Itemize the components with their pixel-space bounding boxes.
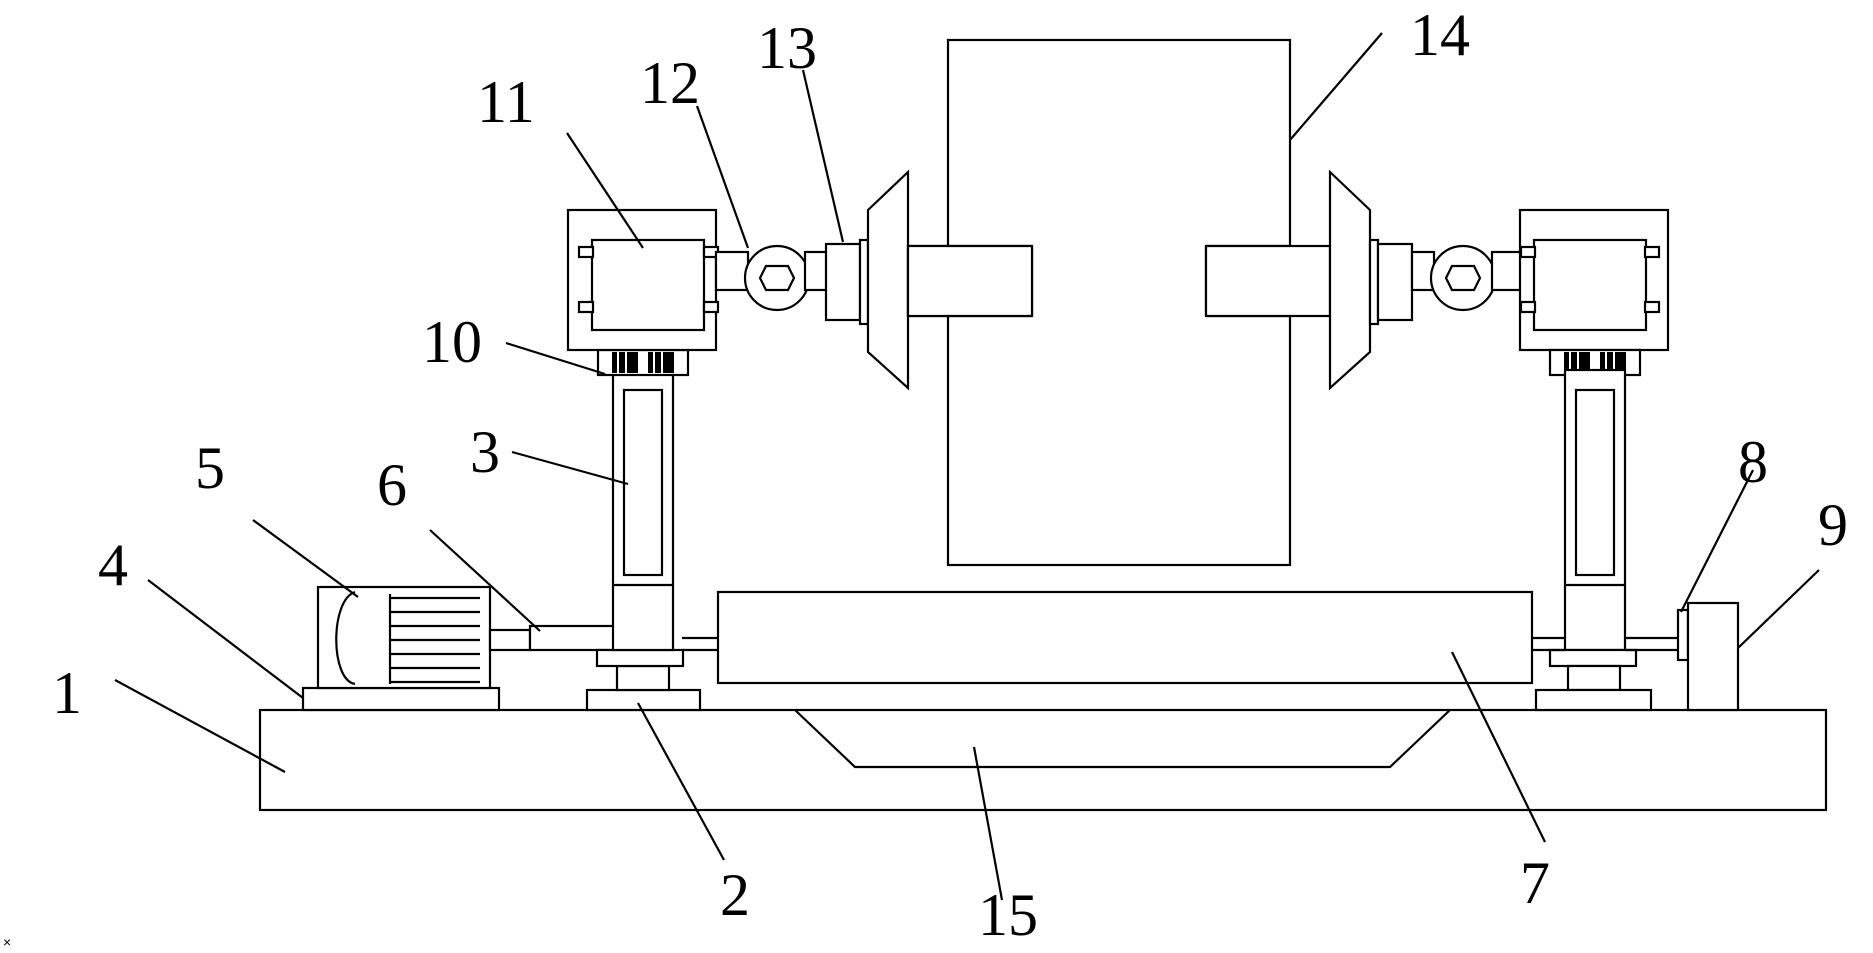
left-threaded-collar	[596, 348, 690, 377]
right-clamp	[1328, 169, 1414, 391]
label-6: 6	[377, 452, 407, 518]
motor-mount	[301, 686, 501, 712]
label-5: 5	[195, 435, 225, 501]
leader-lines	[114, 32, 1820, 901]
motor-fins	[388, 594, 480, 684]
guide-rail	[716, 590, 1534, 685]
bearing-seat	[1676, 608, 1690, 662]
label-4: 4	[98, 532, 128, 598]
label-1: 1	[52, 660, 82, 726]
label-2: 2	[720, 862, 750, 928]
label-11: 11	[477, 69, 535, 135]
end-block	[1686, 601, 1740, 712]
right-joint	[1410, 244, 1526, 312]
right-column	[1563, 368, 1627, 652]
label-9: 9	[1818, 492, 1848, 558]
label-8: 8	[1738, 429, 1768, 495]
base-groove	[794, 709, 1451, 769]
label-14: 14	[1410, 2, 1470, 68]
label-3: 3	[470, 419, 500, 485]
drive-shaft	[528, 624, 618, 652]
label-15: 15	[978, 882, 1038, 948]
base-plate	[258, 708, 1828, 812]
part-labels: 1 2 3 4 5 6 7 8 9 10 11 12 13 14 15	[52, 2, 1848, 948]
label-10: 10	[422, 309, 482, 375]
left-joint	[714, 244, 829, 312]
right-column-base	[1534, 648, 1653, 712]
right-gearbox	[1518, 208, 1670, 352]
motor	[316, 585, 532, 690]
left-column	[611, 368, 675, 652]
label-13: 13	[757, 15, 817, 81]
label-7: 7	[1520, 850, 1550, 916]
left-column-base	[585, 688, 702, 712]
corner-mark: ×	[3, 934, 11, 950]
label-12: 12	[640, 50, 700, 116]
left-gearbox	[566, 208, 720, 352]
